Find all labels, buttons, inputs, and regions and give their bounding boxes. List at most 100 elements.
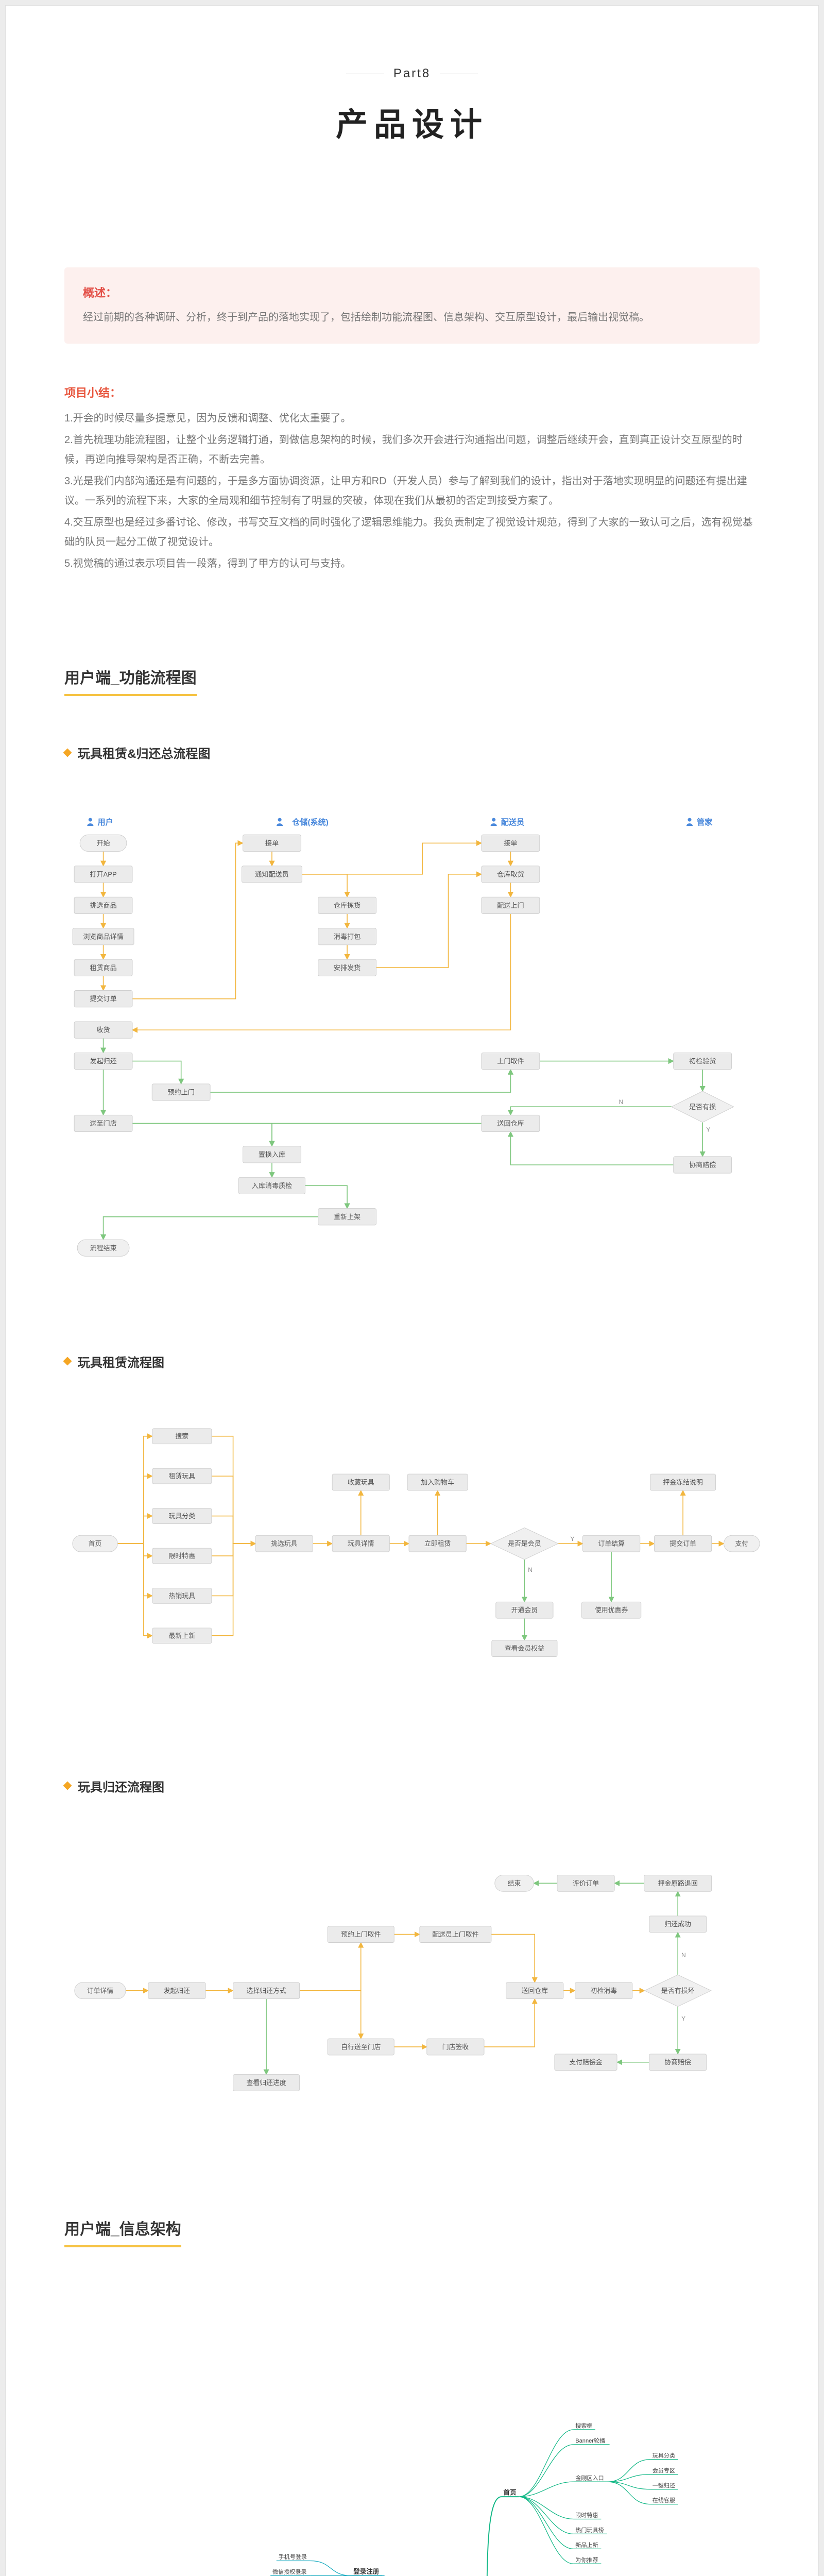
mindmap-node: 新品上新 (573, 2541, 602, 2549)
svg-text:一键归还: 一键归还 (653, 2482, 675, 2489)
flow-node: 上门取件 (481, 1052, 540, 1070)
svg-text:支付: 支付 (735, 1539, 748, 1547)
svg-text:查看归还进度: 查看归还进度 (246, 2079, 286, 2087)
svg-text:热门玩具榜: 热门玩具榜 (575, 2527, 604, 2534)
flow-node: 查看归还进度 (233, 2074, 300, 2091)
mindmap-connector (607, 2481, 650, 2505)
flow-node: 押金原路退回 (644, 1874, 712, 1892)
svg-text:挑选玩具: 挑选玩具 (271, 1539, 298, 1547)
svg-text:手机号登录: 手机号登录 (279, 2553, 307, 2561)
svg-text:新品上新: 新品上新 (575, 2541, 598, 2548)
svg-text:置换入库: 置换入库 (259, 1150, 285, 1158)
edge-label: Y (681, 2015, 685, 2022)
section-title-label: 用户端_功能流程图 (64, 665, 197, 696)
svg-text:管家: 管家 (697, 818, 713, 827)
svg-text:微信授权登录: 微信授权登录 (272, 2568, 306, 2575)
flow-node: 置换入库 (243, 1146, 301, 1163)
flow-node: 门店签收 (426, 2038, 485, 2056)
flow-node: 协商赔偿 (673, 1156, 732, 1174)
flow-edge (491, 1934, 538, 1983)
subsection-label: 玩具租赁&归还总流程图 (78, 747, 211, 761)
person-icon (686, 823, 693, 826)
lane-header: 仓储(系统) (277, 818, 329, 827)
flow-node: 接单 (481, 834, 540, 852)
svg-text:是否是会员: 是否是会员 (508, 1539, 541, 1547)
summary-list: 1.开会的时候尽量多提意见，因为反馈和调整、优化太重要了。 2.首先梳理功能流程… (64, 409, 760, 573)
svg-text:订单详情: 订单详情 (87, 1987, 114, 1994)
flow-node: 是否有损 (671, 1091, 734, 1123)
flowchart-rental-return-overall: NY用户仓储(系统)配送员管家开始打开APP挑选商品浏览商品详情租赁商品提交订单… (72, 818, 734, 1257)
flow-node: 打开APP (74, 866, 133, 883)
flow-edge (117, 1543, 153, 1559)
svg-text:仓储(系统): 仓储(系统) (291, 818, 329, 827)
flow-node: 最新上新 (152, 1628, 212, 1643)
flow-node: 挑选玩具 (255, 1535, 313, 1552)
person-icon (492, 818, 496, 822)
flow-node: 发起归还 (74, 1052, 133, 1070)
mindmap-node: 为你推荐 (573, 2556, 602, 2564)
person-icon (278, 818, 282, 822)
svg-text:租赁商品: 租赁商品 (90, 964, 116, 972)
mindmap-connector (310, 2560, 352, 2576)
flow-edge (210, 1069, 514, 1093)
svg-text:初检验货: 初检验货 (689, 1057, 716, 1065)
mindmap-connector (519, 2496, 574, 2549)
svg-text:搜索: 搜索 (175, 1432, 188, 1440)
flow-node: 收藏玩具 (332, 1473, 390, 1491)
svg-text:浏览商品详情: 浏览商品详情 (83, 933, 123, 940)
svg-text:玩具详情: 玩具详情 (348, 1539, 374, 1547)
page-sheet: Part8 产品设计 概述： 经过前期的各种调研、分析，终于到产品的落地实现了，… (5, 5, 819, 2576)
mindmap-connector (519, 2481, 574, 2497)
lane-header: 用户 (87, 818, 113, 827)
summary-heading: 项目小结： (64, 386, 122, 399)
flow-edge (132, 1060, 184, 1085)
svg-text:立即租赁: 立即租赁 (424, 1539, 451, 1547)
flow-edge (211, 1515, 256, 1547)
flow-edge (305, 1185, 350, 1209)
flow-node: 送回仓库 (506, 1982, 564, 1999)
svg-text:查看会员权益: 查看会员权益 (505, 1645, 544, 1652)
mindmap-connector (519, 2429, 574, 2497)
mindmap-node: 搜索框 (573, 2422, 595, 2430)
subsection-title-return-flow: 玩具归还流程图 (63, 1777, 760, 1795)
svg-text:最新上新: 最新上新 (169, 1632, 196, 1639)
mindmap-node: 登录注册 (351, 2568, 383, 2576)
mindmap-connector (519, 2496, 574, 2520)
svg-text:金刚区入口: 金刚区入口 (575, 2474, 604, 2481)
svg-text:协商赔偿: 协商赔偿 (664, 2058, 691, 2066)
subsection-title-rental-flow: 玩具租赁流程图 (63, 1352, 760, 1370)
page-title: 产品设计 (335, 107, 488, 143)
flow-node: 自行送至门店 (327, 2038, 394, 2056)
svg-text:使用优惠券: 使用优惠券 (595, 1606, 628, 1614)
edge-label: N (528, 1566, 533, 1573)
mindmap-node: 微信授权登录 (270, 2568, 311, 2576)
svg-text:押金冻结说明: 押金冻结说明 (663, 1478, 702, 1486)
flow-edge (376, 871, 483, 969)
summary-item: 5.视觉稿的通过表示项目告一段落，得到了甲方的认可与支持。 (64, 558, 351, 569)
diamond-icon (63, 1781, 72, 1790)
flow-edge (211, 1540, 256, 1596)
subsection-label: 玩具租赁流程图 (78, 1355, 164, 1370)
flow-edge (131, 913, 511, 1033)
flow-node: 玩具分类 (152, 1507, 212, 1524)
lane-header: 管家 (686, 818, 713, 827)
flow-node: 提交订单 (654, 1535, 712, 1552)
svg-text:评价订单: 评价订单 (573, 1879, 599, 1887)
flow-node: 订单详情 (74, 1982, 126, 1999)
flow-edge (269, 1123, 482, 1147)
mindmap-node: 手机号登录 (276, 2553, 311, 2562)
subsection-title-overall-flow: 玩具租赁&归还总流程图 (63, 743, 760, 761)
flow-node: 支付赔偿金 (554, 2054, 617, 2071)
edge-label: Y (706, 1126, 710, 1133)
flow-node: 开通会员 (495, 1601, 554, 1619)
flow-node: 仓库拣货 (318, 896, 376, 914)
mindmap-node: Banner轮播 (573, 2437, 610, 2445)
flow-edge (117, 1433, 153, 1544)
flow-node: 仓库取货 (481, 866, 540, 883)
flow-node: 归还成功 (649, 1916, 707, 1933)
person-icon (688, 818, 692, 822)
svg-text:限时特惠: 限时特惠 (169, 1552, 196, 1560)
svg-text:配送上门: 配送上门 (497, 902, 524, 909)
svg-text:协商赔偿: 协商赔偿 (689, 1161, 716, 1169)
svg-text:门店签收: 门店签收 (442, 2043, 469, 2050)
